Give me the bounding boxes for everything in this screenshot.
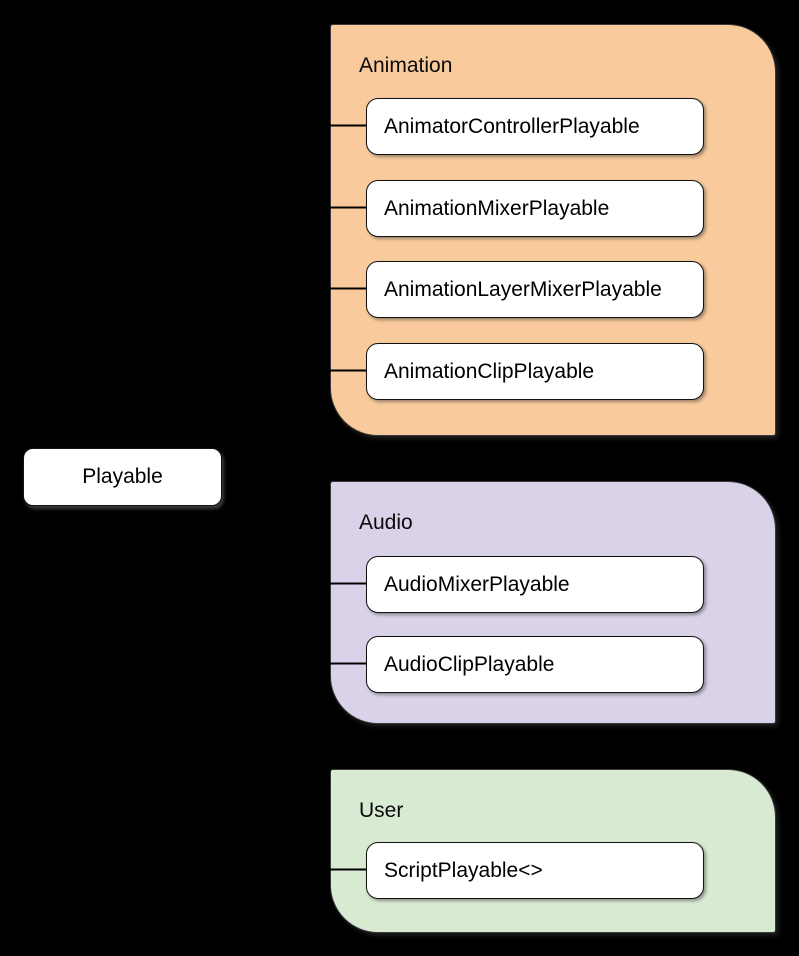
- node-label: ScriptPlayable<>: [384, 858, 543, 882]
- node-label: AudioMixerPlayable: [384, 572, 570, 596]
- node-script-playable: ScriptPlayable<>: [366, 842, 704, 899]
- group-user-label: User: [359, 799, 404, 822]
- group-animation: Animation AnimatorControllerPlayable Ani…: [330, 24, 776, 436]
- node-playable: Playable: [23, 448, 222, 506]
- node-animation-mixer-playable: AnimationMixerPlayable: [366, 180, 704, 237]
- node-label: AnimationClipPlayable: [384, 359, 595, 383]
- group-user: User ScriptPlayable<>: [330, 769, 776, 933]
- node-animation-clip-playable: AnimationClipPlayable: [366, 343, 704, 400]
- group-audio: Audio AudioMixerPlayable AudioClipPlayab…: [330, 481, 776, 724]
- node-label: AudioClipPlayable: [384, 652, 555, 676]
- node-label: AnimatorControllerPlayable: [384, 114, 640, 138]
- group-audio-label: Audio: [359, 511, 413, 534]
- group-animation-label: Animation: [359, 54, 453, 77]
- node-label: AnimationMixerPlayable: [384, 196, 610, 220]
- node-animator-controller-playable: AnimatorControllerPlayable: [366, 98, 704, 155]
- node-playable-label: Playable: [82, 465, 163, 488]
- node-label: AnimationLayerMixerPlayable: [384, 277, 662, 301]
- node-animation-layer-mixer-playable: AnimationLayerMixerPlayable: [366, 261, 704, 318]
- node-audio-clip-playable: AudioClipPlayable: [366, 636, 704, 693]
- node-audio-mixer-playable: AudioMixerPlayable: [366, 556, 704, 613]
